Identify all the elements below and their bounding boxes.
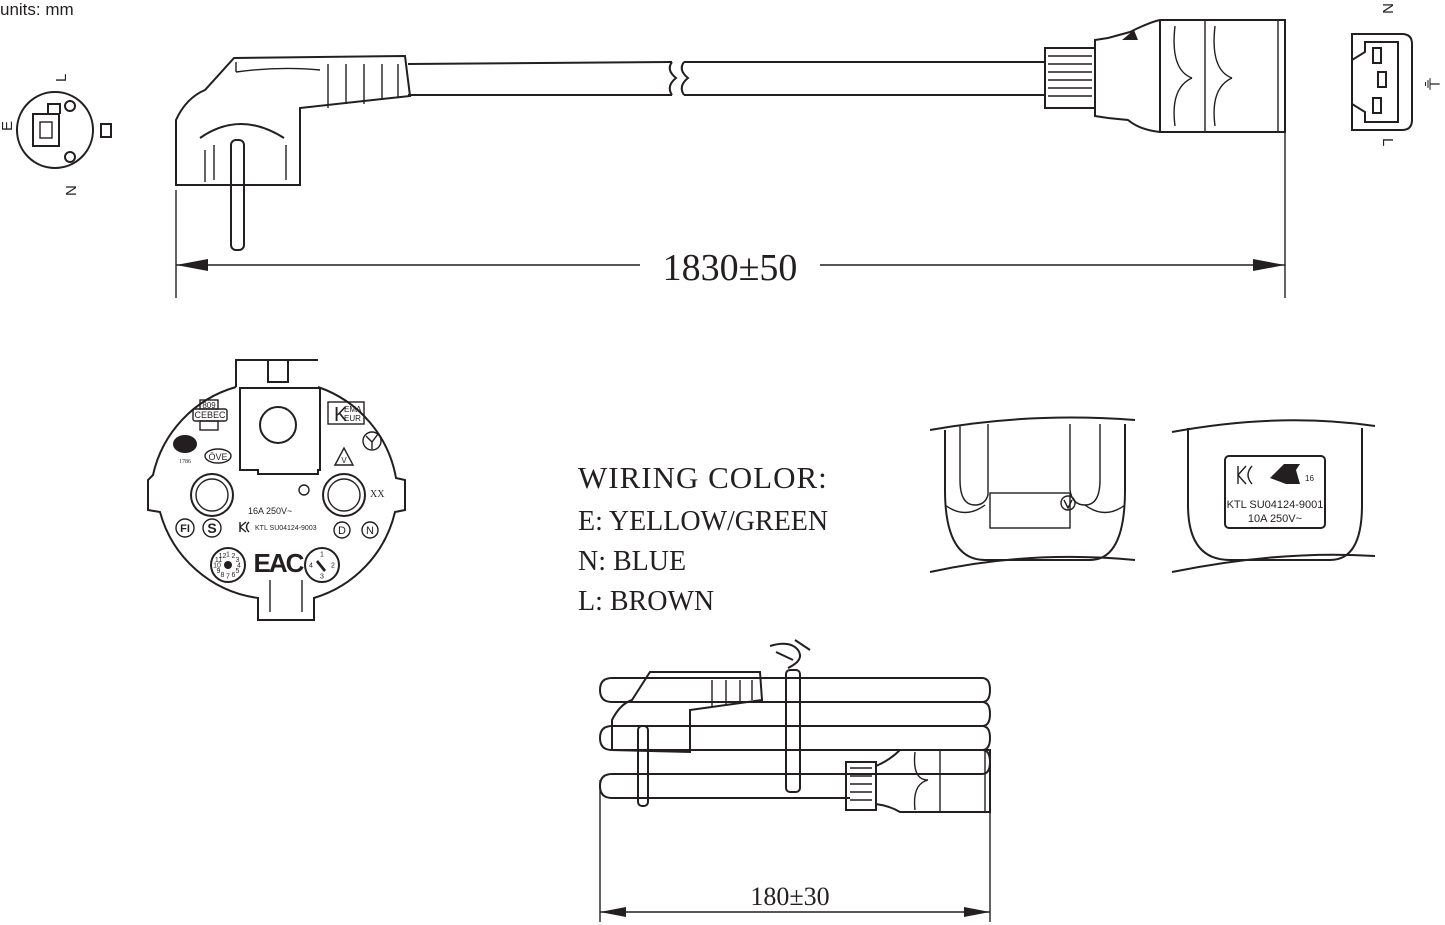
date-wheel-label: 4 [237, 563, 241, 570]
s-mark: S [207, 520, 216, 536]
date-wheel-label: 9 [217, 568, 221, 575]
plug-rating: 16A 250V~ [248, 506, 292, 516]
date-wheel-label: 11 [215, 557, 222, 564]
vde-mark: V [341, 456, 347, 465]
kema-k: K [334, 404, 348, 426]
date-wheel-label: 8 [221, 572, 225, 579]
connector-end-view: N L ⏚ [1351, 3, 1441, 146]
units-label: units: mm [0, 0, 74, 19]
kema-top: EMA [344, 405, 362, 414]
date-wheel-label: 12 [219, 553, 227, 560]
date-wheel-label: 1 [226, 552, 230, 559]
date-wheel-label: 7 [226, 574, 230, 581]
ove-mark: ÖVE [208, 452, 227, 462]
connector-pin-l: L [1379, 138, 1396, 146]
earth-symbol-icon: ⏚ [1421, 75, 1441, 93]
coil-width-dimension-value: 180±30 [750, 882, 829, 911]
date-wheel-label: 3 [236, 557, 240, 564]
plug-pin-l: L [53, 74, 70, 82]
wiring-line-n: N: BLUE [578, 546, 686, 577]
connector-detail-left [929, 416, 1136, 573]
date-wheel-right [304, 547, 340, 583]
date-wheel-label: 2 [331, 563, 335, 570]
length-dimension: 1830±50 [175, 130, 1286, 298]
date-wheel-label: 4 [309, 563, 313, 570]
mark-1786: 1786 [179, 459, 191, 465]
coiled-cable-view [598, 639, 992, 813]
d-mark: D [338, 525, 346, 537]
wiring-legend: WIRING COLOR: E: YELLOW/GREEN N: BLUE L:… [578, 460, 828, 617]
plug-face-detail: 809 CEBEC K EMA EUR 1786 ÖVE V XX 16A 25… [147, 359, 406, 621]
fi-mark: FI [180, 523, 190, 535]
plug-front-view: E L N [0, 74, 112, 196]
cebec-mark: CEBEC [194, 410, 226, 420]
kema-bottom: EUR [344, 414, 361, 423]
cebec-top: 809 [202, 401, 216, 410]
xx-mark: XX [370, 489, 385, 500]
date-wheel-label: 1 [320, 552, 324, 559]
plug-ktl-code: KTL SU04124-9003 [255, 525, 317, 532]
connector-num: 16 [1305, 474, 1314, 483]
date-wheel-label: 2 [232, 553, 236, 560]
connector-pin-n: N [1379, 3, 1396, 14]
connector-rating: 10A 250V~ [1248, 513, 1302, 525]
connector-ktl-code: KTL SU04124-9001 [1227, 499, 1324, 511]
eac-mark: EAC [254, 548, 305, 578]
cable-side-view [175, 19, 1286, 251]
date-wheel-label: 3 [320, 574, 324, 581]
wiring-title: WIRING COLOR: [578, 460, 828, 495]
connector-detail-right: 16 KTL SU04124-9001 10A 250V~ [1171, 419, 1376, 573]
date-wheel-left [210, 547, 246, 583]
coil-width-dimension: 180±30 [599, 780, 991, 922]
wiring-line-e: E: YELLOW/GREEN [578, 506, 828, 537]
n-mark: N [366, 525, 374, 537]
plug-pin-n: N [63, 185, 80, 196]
date-wheel-label: 6 [232, 572, 236, 579]
wiring-line-l: L: BROWN [578, 586, 714, 617]
date-wheel-label: 5 [236, 568, 240, 575]
length-dimension-value: 1830±50 [663, 247, 798, 289]
date-wheel-label: 10 [213, 563, 221, 570]
plug-pin-e: E [0, 121, 16, 131]
